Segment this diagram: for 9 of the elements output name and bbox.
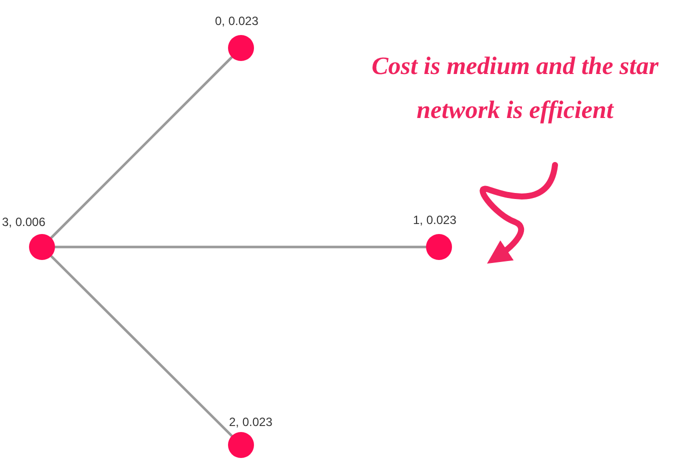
node-label: 3, 0.006 (2, 215, 46, 229)
edge-line (50, 254, 234, 438)
node-label: 2, 0.023 (229, 415, 272, 429)
node-label: 1, 0.023 (413, 213, 456, 227)
edge-line (54, 246, 428, 248)
handwritten-note: Cost is medium and the star network is efficient (355, 45, 675, 133)
node-label: 0, 0.023 (215, 14, 258, 28)
edge-line (50, 56, 234, 240)
curly-arrow (480, 162, 558, 264)
